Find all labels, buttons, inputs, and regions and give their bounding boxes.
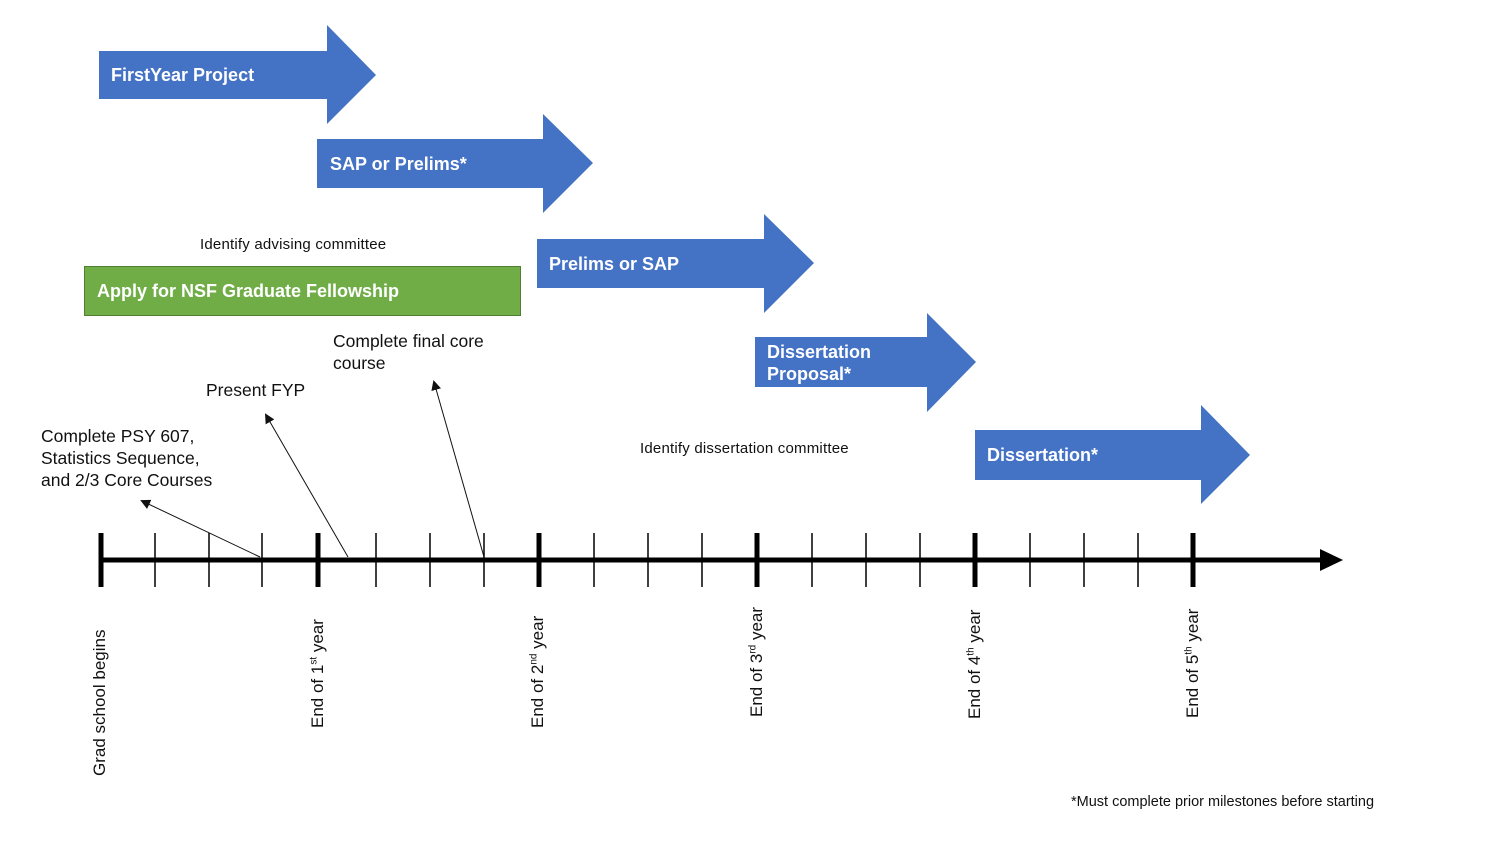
prelims-sap-arrow [537, 214, 814, 313]
sap-prelims-label: SAP or Prelims* [330, 154, 467, 174]
fyp-label: FirstYear Project [111, 65, 255, 85]
dissertation-arrow [975, 405, 1250, 504]
note-psy607-line1: Complete PSY 607, [41, 426, 195, 446]
pointer-final-core [431, 380, 485, 558]
note-present-fyp: Present FYP [206, 380, 306, 400]
fyp-arrow [99, 25, 376, 124]
dissertation-proposal-line1: Dissertation [767, 342, 872, 362]
label-end-year-3: End of 3rd year [747, 606, 766, 717]
label-end-year-2: End of 2nd year [528, 615, 547, 728]
note-psy607: Complete PSY 607, Statistics Sequence, a… [41, 425, 212, 491]
label-end-year-4: End of 4th year [965, 609, 984, 719]
note-final-core-line2: course [333, 353, 386, 373]
dissertation-proposal-arrow [755, 313, 976, 412]
note-psy607-line2: Statistics Sequence, [41, 448, 200, 468]
note-dissertation-committee: Identify dissertation committee [640, 440, 849, 457]
pointer-present-fyp [264, 413, 349, 558]
nsf-fellowship-label: Apply for NSF Graduate Fellowship [97, 281, 400, 301]
footnote: *Must complete prior milestones before s… [1071, 794, 1375, 810]
prelims-sap-label: Prelims or SAP [549, 254, 680, 274]
label-end-year-5: End of 5th year [1183, 608, 1202, 718]
dissertation-proposal-label: Dissertation Proposal* [767, 341, 871, 385]
note-psy607-line3: and 2/3 Core Courses [41, 470, 213, 490]
sap-prelims-arrow [317, 114, 593, 213]
major-ticks [98, 533, 1196, 587]
pointer-psy607 [140, 499, 261, 558]
minor-ticks [154, 533, 1139, 587]
note-final-core-line1: Complete final core [333, 331, 484, 351]
timeline-arrowhead [1320, 549, 1343, 571]
label-grad-school-begins: Grad school begins [90, 629, 109, 776]
label-end-year-1: End of 1st year [308, 619, 327, 728]
dissertation-proposal-line2: Proposal* [767, 364, 852, 384]
note-advising-committee: Identify advising committee [200, 236, 387, 253]
dissertation-label: Dissertation* [987, 445, 1099, 465]
note-final-core: Complete final core course [333, 330, 484, 374]
nsf-fellowship-bar [84, 266, 521, 316]
